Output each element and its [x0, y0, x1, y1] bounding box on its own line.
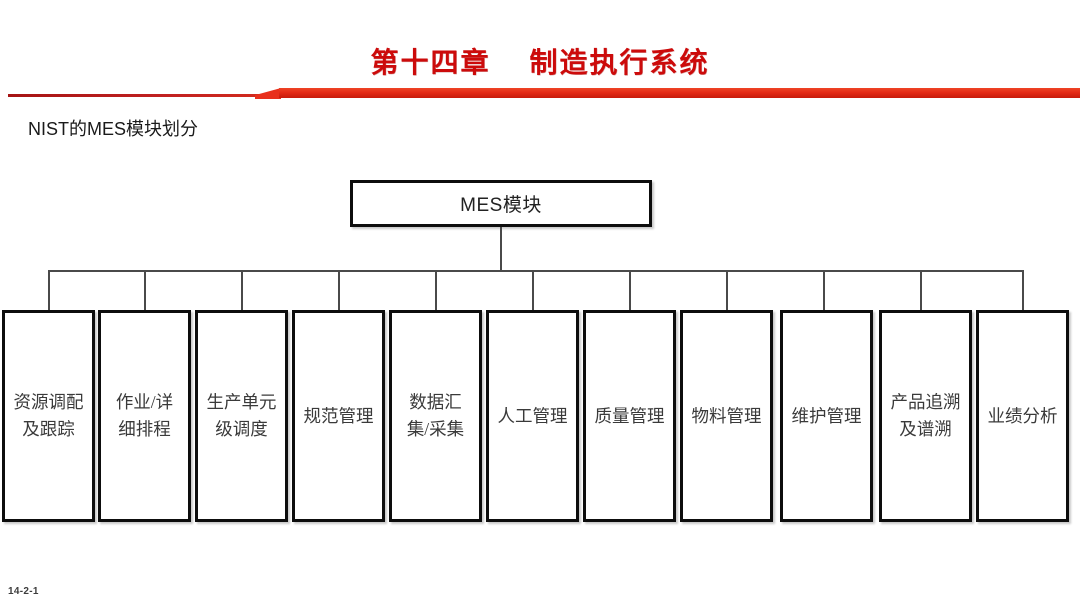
leaf-node-6[interactable]: 人工管理 — [486, 310, 579, 522]
leaf-node-4[interactable]: 规范管理 — [292, 310, 385, 522]
root-node-mes-module[interactable]: MES模块 — [350, 180, 652, 227]
slide-footer-number: 14-2-1 — [8, 586, 39, 597]
leaf-node-1[interactable]: 资源调配及跟踪 — [2, 310, 95, 522]
connector-drop-3 — [241, 270, 243, 311]
leaf-node-8-label: 物料管理 — [691, 405, 762, 426]
leaf-node-9[interactable]: 维护管理 — [780, 310, 873, 522]
leaf-node-6-label: 人工管理 — [497, 405, 568, 426]
divider-thick-band — [279, 88, 1080, 98]
leaf-node-10[interactable]: 产品追溯及谱溯 — [879, 310, 972, 522]
leaf-node-5-label: 数据汇集/采集 — [406, 392, 465, 439]
connector-drop-4 — [338, 270, 340, 311]
connector-drop-6 — [532, 270, 534, 311]
connector-drop-11 — [1022, 270, 1024, 311]
connector-horizontal-bus — [48, 270, 1024, 272]
root-node-label: MES模块 — [460, 195, 542, 216]
leaf-node-4-label: 规范管理 — [303, 405, 374, 426]
leaf-node-5[interactable]: 数据汇集/采集 — [389, 310, 482, 522]
red-divider-bar — [0, 86, 1080, 108]
section-subtitle: NIST的MES模块划分 — [28, 119, 199, 139]
connector-drop-7 — [629, 270, 631, 311]
connector-drop-10 — [920, 270, 922, 311]
leaf-node-8[interactable]: 物料管理 — [680, 310, 773, 522]
leaf-node-10-label: 产品追溯及谱溯 — [890, 392, 961, 439]
leaf-node-1-label: 资源调配及跟踪 — [13, 392, 84, 439]
leaf-node-7[interactable]: 质量管理 — [583, 310, 676, 522]
leaf-node-2-label: 作业/详细排程 — [115, 392, 174, 439]
leaf-node-3-label: 生产单元级调度 — [206, 392, 277, 439]
leaf-node-11-label: 业绩分析 — [987, 405, 1058, 426]
leaf-node-9-label: 维护管理 — [791, 405, 862, 426]
connector-drop-9 — [823, 270, 825, 311]
divider-thin-rule — [8, 94, 260, 97]
connector-drop-8 — [726, 270, 728, 311]
leaf-node-2[interactable]: 作业/详细排程 — [98, 310, 191, 522]
leaf-node-7-label: 质量管理 — [594, 405, 665, 426]
connector-drop-1 — [48, 270, 50, 311]
page-title: 第十四章 制造执行系统 — [370, 47, 710, 78]
connector-root-stem — [500, 227, 502, 271]
leaf-node-11[interactable]: 业绩分析 — [976, 310, 1069, 522]
connector-drop-2 — [144, 270, 146, 311]
connector-drop-5 — [435, 270, 437, 311]
leaf-node-3[interactable]: 生产单元级调度 — [195, 310, 288, 522]
divider-ramp — [255, 88, 281, 99]
